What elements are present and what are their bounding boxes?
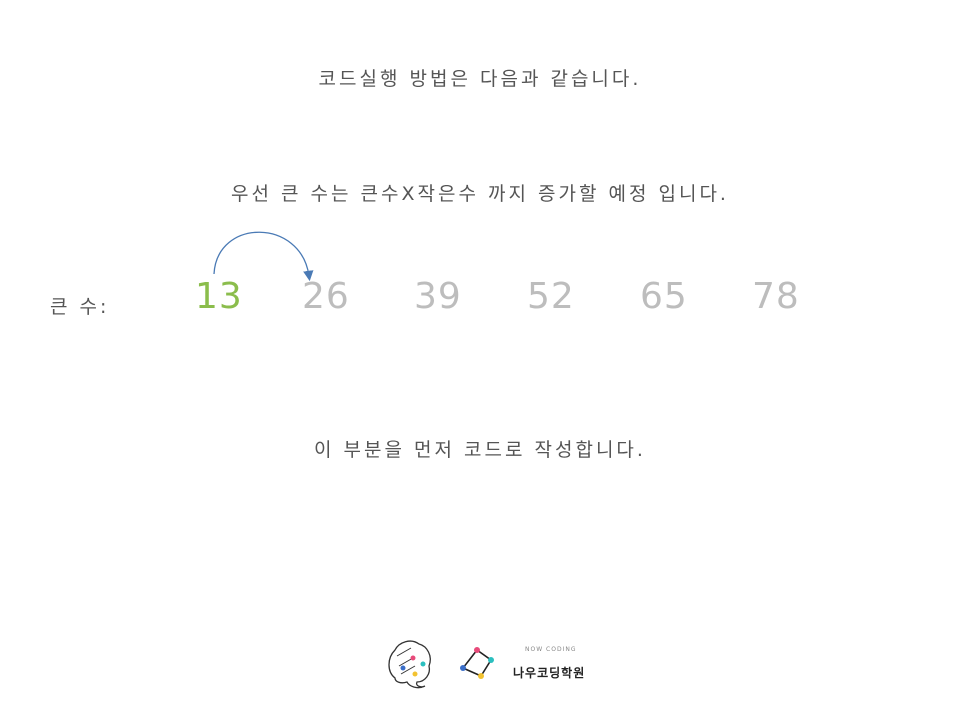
intro-text: 코드실행 방법은 다음과 같습니다. — [318, 68, 642, 90]
footer-logo: NOW CODING 나우코딩학원 — [385, 636, 605, 692]
brand-subtitle: NOW CODING — [525, 646, 577, 653]
brain-logo-icon — [388, 640, 431, 689]
explanation-text: 우선 큰 수는 큰수X작은수 까지 증가할 예정 입니다. — [231, 183, 729, 205]
sequence-number-3: 39 — [414, 276, 462, 317]
sequence-number-1: 13 — [195, 276, 243, 317]
sequence-number-6: 78 — [752, 276, 800, 317]
brand-name: 나우코딩학원 — [513, 666, 586, 680]
step-arrow — [213, 231, 314, 282]
sequence-number-4: 52 — [527, 276, 575, 317]
big-number-label: 큰 수: — [50, 296, 110, 318]
diamond-logo-icon — [460, 647, 494, 679]
sequence-number-2: 26 — [302, 276, 350, 317]
instruction-text: 이 부분을 먼저 코드로 작성합니다. — [314, 439, 646, 461]
sequence-number-5: 65 — [640, 276, 688, 317]
